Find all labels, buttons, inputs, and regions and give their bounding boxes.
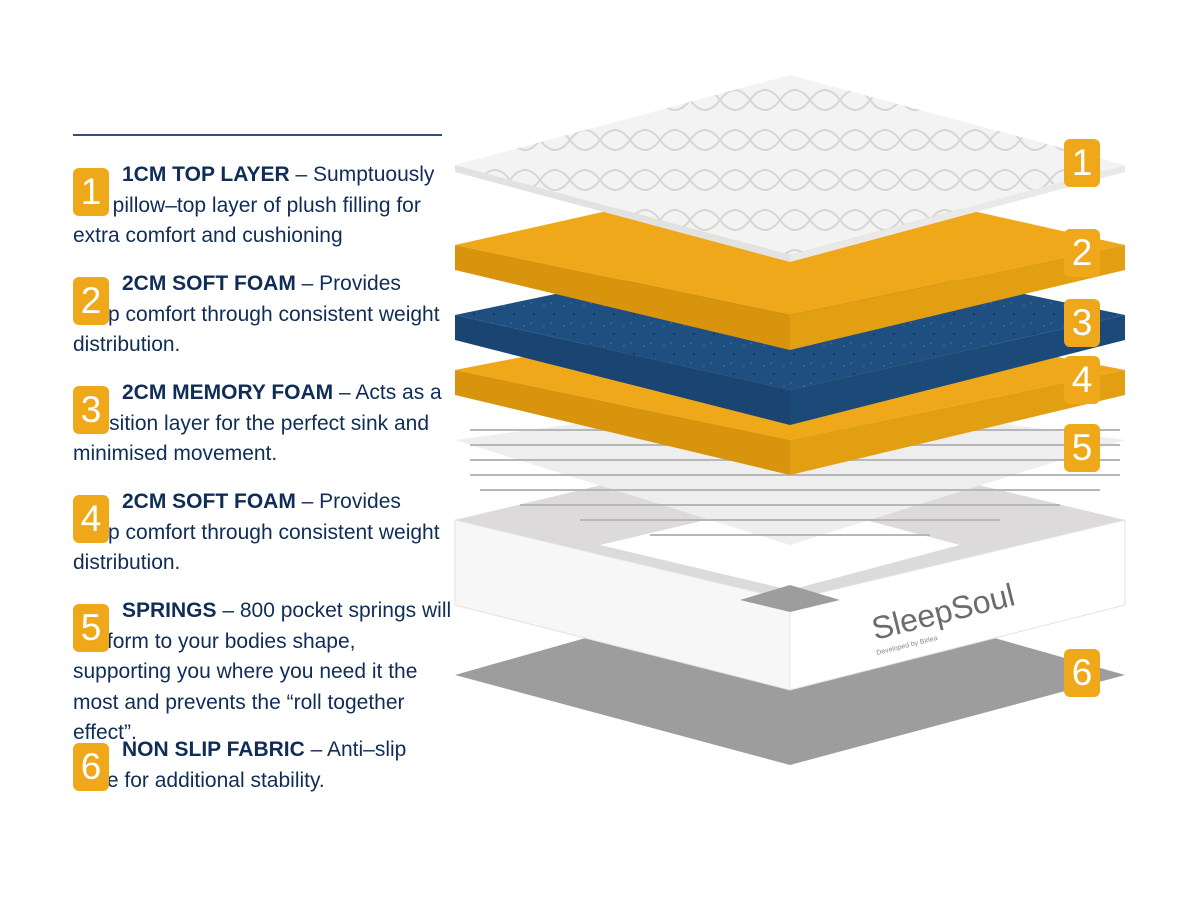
layer-badge-2: 2: [1064, 229, 1100, 277]
legend-title-1: 1CM TOP LAYER: [122, 163, 290, 186]
legend-text-5: – 800 pocket springs will conform to you…: [73, 599, 452, 744]
legend-text-4: – Provides deep comfort through consiste…: [73, 490, 440, 574]
legend-badge-3: 3: [73, 386, 109, 434]
legend-item-6: 6 NON SLIP FABRIC – Anti–slip base for a…: [73, 735, 453, 796]
legend-badge-5: 5: [73, 604, 109, 652]
legend-title-6: NON SLIP FABRIC: [122, 738, 305, 761]
legend-badge-2: 2: [73, 277, 109, 325]
layer-badge-4: 4: [1064, 356, 1100, 404]
legend-text-6: – Anti–slip base for additional stabilit…: [73, 738, 407, 792]
layer-badge-1: 1: [1064, 139, 1100, 187]
legend-item-1: 1 1CM TOP LAYER – Sumptuously soft pillo…: [73, 160, 453, 252]
layer-badge-3: 3: [1064, 299, 1100, 347]
legend-badge-1: 1: [73, 168, 109, 216]
legend-item-2: 2 2CM SOFT FOAM – Provides deep comfort …: [73, 269, 453, 361]
legend-title-4: 2CM SOFT FOAM: [122, 490, 296, 513]
legend-item-3: 3 2CM MEMORY FOAM – Acts as a transition…: [73, 378, 453, 470]
layer-badge-5: 5: [1064, 424, 1100, 472]
layer-1-top-layer: [455, 75, 1125, 262]
layer-badge-6: 6: [1064, 649, 1100, 697]
divider-line: [73, 134, 442, 136]
legend-title-3: 2CM MEMORY FOAM: [122, 381, 334, 404]
legend-title-2: 2CM SOFT FOAM: [122, 272, 296, 295]
legend-item-4: 4 2CM SOFT FOAM – Provides deep comfort …: [73, 487, 453, 579]
legend-text-1: – Sumptuously soft pillow–top layer of p…: [73, 163, 435, 247]
legend-title-5: SPRINGS: [122, 599, 217, 622]
mattress-layers-illustration: SleepSoul Developed by Birlea: [454, 75, 1126, 765]
legend-text-3: – Acts as a transition layer for the per…: [73, 381, 442, 465]
legend-badge-6: 6: [73, 743, 109, 791]
legend-text-2: – Provides deep comfort through consiste…: [73, 272, 440, 356]
legend-badge-4: 4: [73, 495, 109, 543]
legend-item-5: 5 SPRINGS – 800 pocket springs will conf…: [73, 596, 453, 749]
